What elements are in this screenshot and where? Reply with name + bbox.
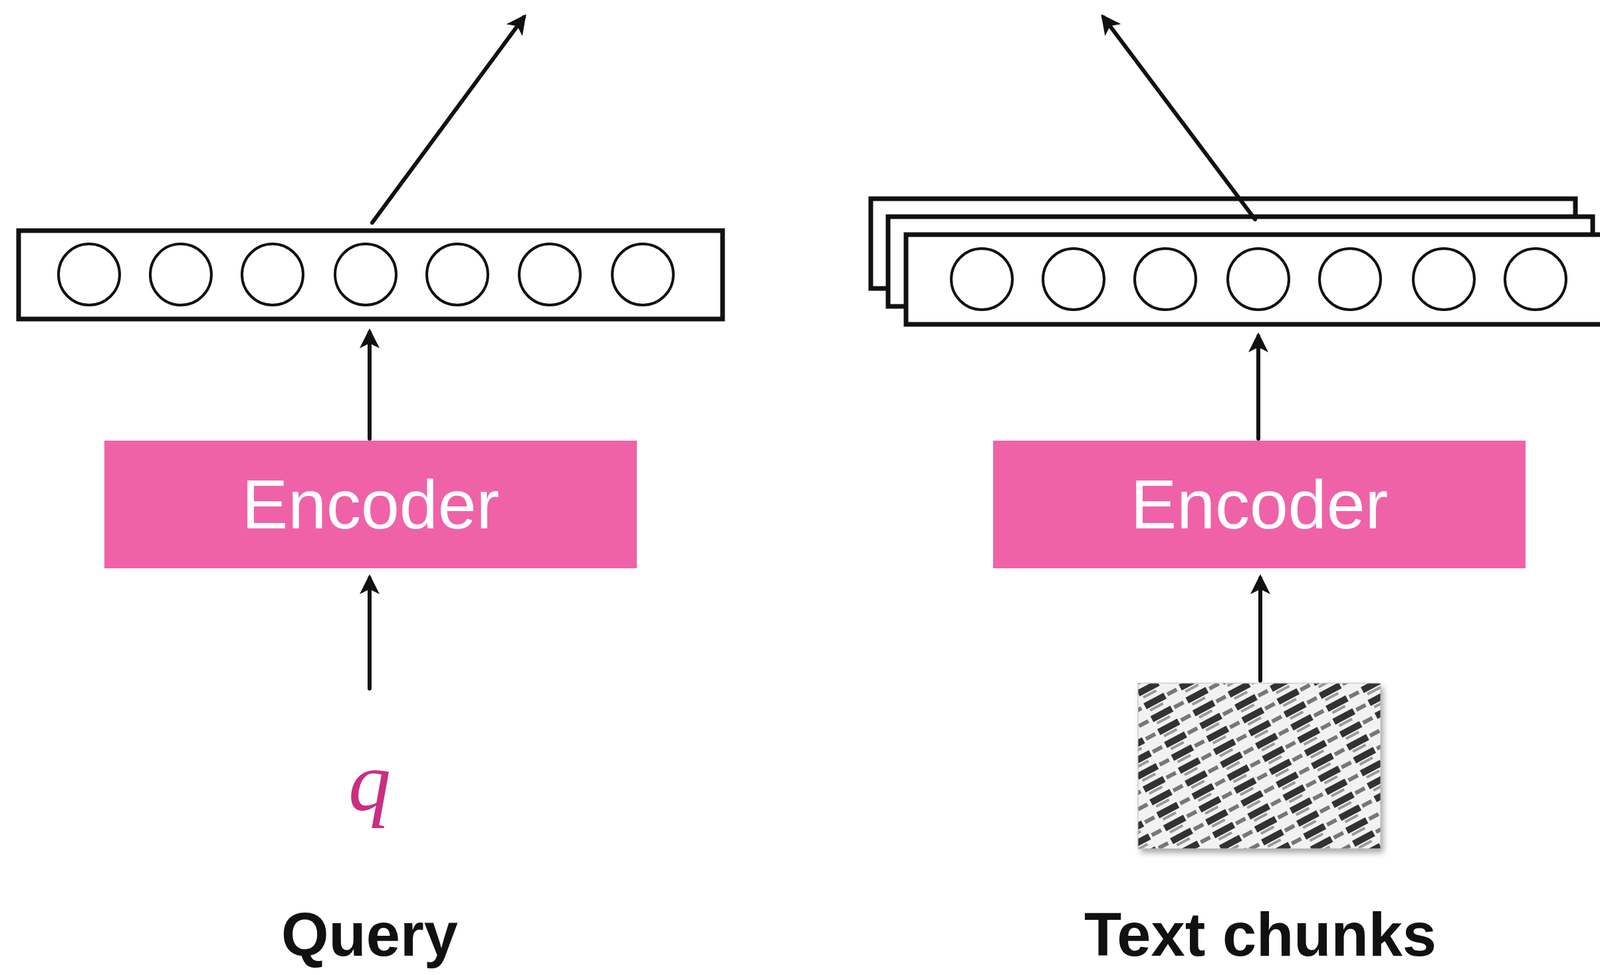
query-vector [18, 230, 723, 320]
text-chunks-picture [1138, 683, 1381, 849]
chunk-vectors [870, 198, 1600, 325]
encoder-box: Encoder [104, 440, 637, 569]
encoder-box: Encoder [993, 440, 1526, 569]
query-symbol: q [348, 739, 391, 825]
encoder-label: Encoder [241, 469, 500, 540]
flow-arrows [369, 17, 1261, 689]
encoder-label: Encoder [1130, 469, 1388, 540]
caption-label: Query [281, 904, 458, 966]
caption-label: Text chunks [1084, 904, 1437, 966]
